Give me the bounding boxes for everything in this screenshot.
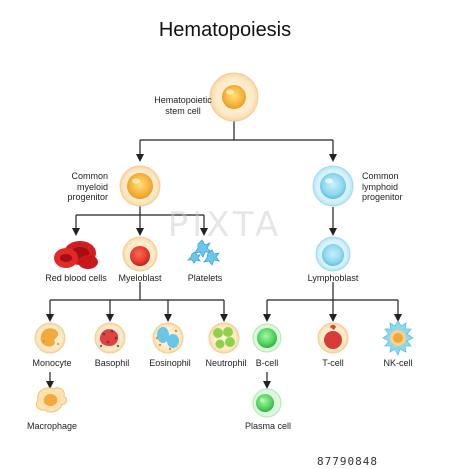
lymphoblast-cell	[315, 236, 351, 272]
plasma-cell	[252, 388, 282, 418]
myeloblast-cell	[122, 236, 158, 272]
label-macrophage: Macrophage	[26, 421, 78, 431]
basophil-cell	[94, 322, 126, 354]
label-platelets: Platelets	[187, 273, 223, 283]
label-nkcell: NK-cell	[383, 358, 413, 368]
watermark: PIXTA	[167, 205, 283, 245]
platelets-cells	[187, 239, 220, 266]
eosinophil-cell	[152, 322, 184, 354]
diagram-title: Hematopoiesis	[158, 19, 292, 41]
neutrophil-cell	[208, 322, 240, 354]
label-monocyte: Monocyte	[32, 358, 72, 368]
connector-lines	[46, 121, 402, 389]
myeloid-progenitor-cell	[119, 165, 161, 207]
lymphoid-progenitor-cell	[312, 165, 354, 207]
label-myeloblast: Myeloblast	[118, 273, 162, 283]
red-blood-cells	[54, 241, 98, 269]
label-basophil: Basophil	[94, 358, 130, 368]
macrophage-cell	[35, 387, 68, 413]
label-eosinophil: Eosinophil	[149, 358, 191, 368]
label-tcell: T-cell	[322, 358, 344, 368]
monocyte-cell	[34, 322, 66, 354]
label-plasma-cell: Plasma cell	[244, 421, 292, 431]
nk-cell	[382, 320, 414, 357]
t-cell	[317, 322, 349, 354]
label-bcell: B-cell	[255, 358, 279, 368]
b-cell	[252, 323, 282, 353]
stock-footer-bar	[0, 452, 450, 469]
stem-cell	[209, 72, 259, 122]
label-lymphoblast: Lymphoblast	[307, 273, 359, 283]
label-rbc: Red blood cells	[45, 273, 107, 283]
label-neutrophil: Neutrophil	[205, 358, 247, 368]
stock-image-id: 87790848	[317, 455, 378, 468]
